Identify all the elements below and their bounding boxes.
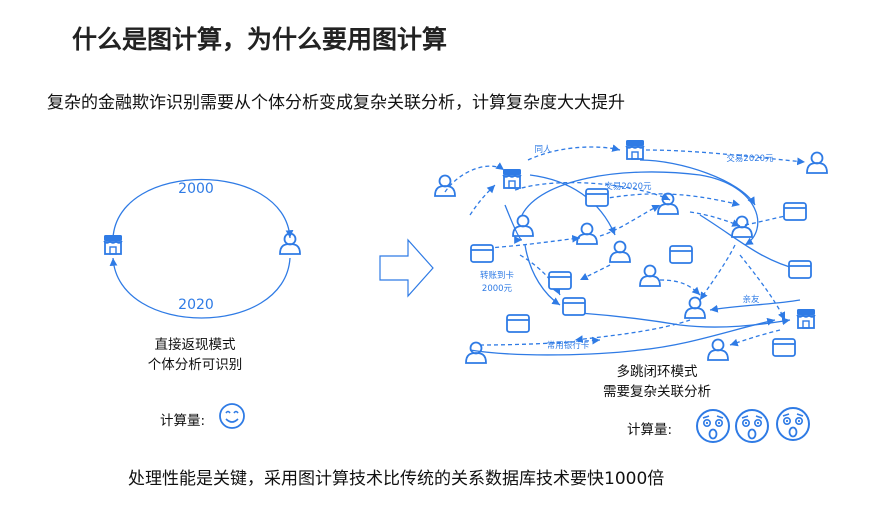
edge-label-trade-mid: 交易2020元 [604, 181, 652, 192]
wallet-icon [548, 271, 572, 290]
left-caption: 直接返现模式 个体分析可识别 [130, 333, 260, 373]
edge-label-trade-top: 交易2020元 [726, 153, 774, 164]
merchant-icon [796, 308, 816, 329]
right-caption-line1: 多跳闭环模式 [616, 364, 698, 380]
person-icon [731, 215, 753, 238]
bottom-conclusion: 处理性能是关键，采用图计算技术比传统的关系数据库技术要快1000倍 [128, 469, 665, 489]
cycle-edge-bottom [109, 257, 291, 319]
edge-label-common-card: 常用银行卡 [547, 340, 590, 351]
person-icon [576, 222, 598, 245]
merchant-icon [103, 234, 123, 255]
person-icon [512, 214, 534, 237]
edge-label-friend: 亲友 [742, 294, 760, 305]
wallet-icon [788, 260, 812, 279]
left-simple-cycle: 2000 2020 [103, 178, 301, 429]
cycle-edge-top [112, 178, 294, 239]
person-icon [806, 151, 828, 174]
right-caption-line2: 需要复杂关联分析 [603, 384, 711, 400]
shocked-face-icon [735, 409, 769, 443]
amount-2020: 2020 [178, 297, 214, 313]
wallet-icon [783, 202, 807, 221]
right-caption: 多跳闭环模式 需要复杂关联分析 [582, 360, 732, 400]
merchant-icon [625, 139, 645, 160]
person-icon [707, 338, 729, 361]
wallet-icon [562, 297, 586, 316]
wallet-icon [506, 314, 530, 333]
wallet-icon [470, 244, 494, 263]
person-icon [609, 240, 631, 263]
edge-label-transfer-2: 2000元 [482, 284, 513, 294]
smiling-face-icon [219, 403, 245, 429]
edge-label-same-person: 同人 [534, 145, 552, 155]
page-title: 什么是图计算，为什么要用图计算 [72, 25, 448, 54]
edge-label-transfer-1: 转账到卡 [480, 270, 515, 281]
person-icon [639, 264, 661, 287]
wallet-icon [772, 338, 796, 357]
transition-arrow-icon [379, 238, 434, 298]
fraud-network-graph [444, 144, 806, 356]
right-cost-label: 计算量: [627, 422, 673, 438]
wallet-icon [669, 245, 693, 264]
person-icon [684, 296, 706, 319]
shocked-face-icon [776, 407, 810, 441]
left-caption-line1: 直接返现模式 [154, 337, 236, 353]
shocked-face-icon [696, 409, 730, 443]
page-subtitle: 复杂的金融欺诈识别需要从个体分析变成复杂关联分析，计算复杂度大大提升 [47, 93, 625, 113]
left-caption-line2: 个体分析可识别 [147, 357, 243, 373]
merchant-icon [502, 168, 522, 189]
person-icon [434, 174, 456, 197]
left-cost-label: 计算量: [160, 413, 206, 429]
amount-2000: 2000 [178, 181, 214, 197]
